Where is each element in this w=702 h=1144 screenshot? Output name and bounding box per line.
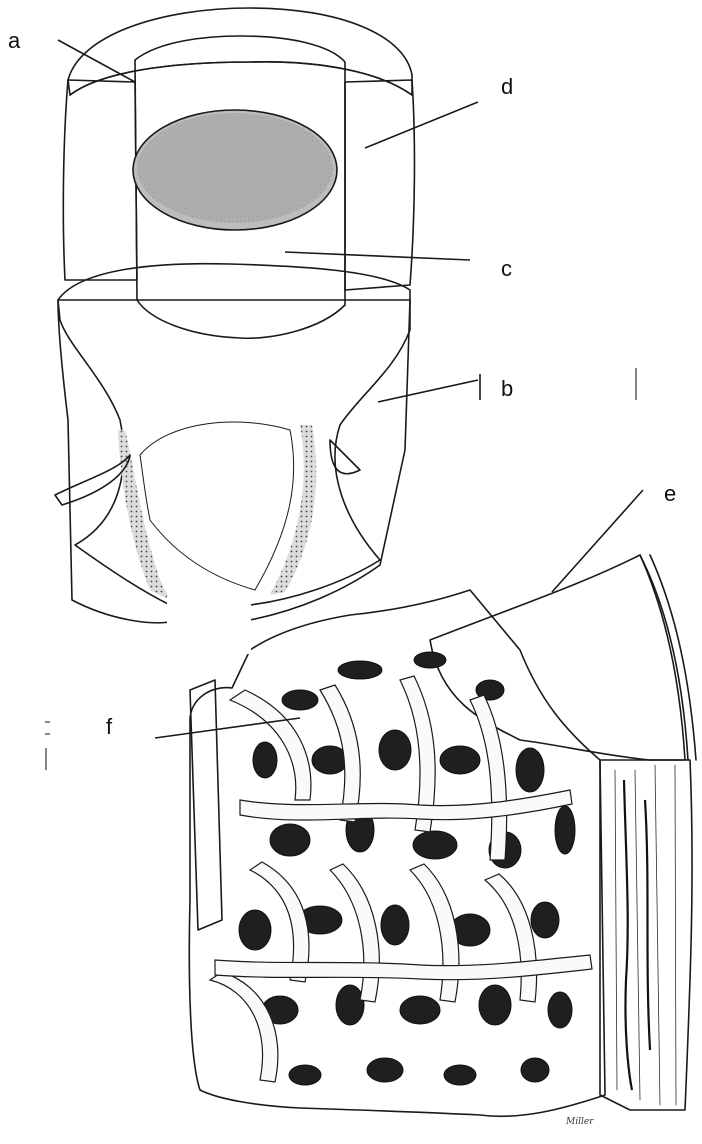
cavity xyxy=(381,905,409,945)
cavity xyxy=(440,746,480,774)
cavity xyxy=(479,985,511,1025)
cavity xyxy=(379,730,411,770)
left-plate xyxy=(190,680,222,930)
leader-line-e xyxy=(552,490,643,592)
canal-interior xyxy=(137,113,333,223)
label-e: e xyxy=(664,481,676,506)
cylinder-wall-right xyxy=(345,80,414,290)
strut xyxy=(240,790,572,820)
blank-mask-box xyxy=(167,596,251,654)
cavity xyxy=(400,996,440,1024)
cavity xyxy=(414,652,446,668)
strut xyxy=(470,695,507,860)
cavity xyxy=(548,992,572,1028)
strut xyxy=(410,864,459,1002)
lamella-highlight xyxy=(140,422,294,590)
cavity xyxy=(367,1058,403,1082)
label-f: f xyxy=(106,714,113,739)
label-a: a xyxy=(8,28,21,53)
cavity xyxy=(555,806,575,854)
leader-line-d xyxy=(365,102,478,148)
marrow-cavities xyxy=(239,652,575,1085)
cavity xyxy=(413,831,457,859)
artist-signature: Miller xyxy=(565,1117,594,1127)
label-b: b xyxy=(501,376,513,401)
cavity xyxy=(444,1065,476,1085)
cavity xyxy=(531,902,559,938)
lamella-flap-left xyxy=(55,455,130,505)
spongy-bone-illustration xyxy=(189,555,696,1116)
label-c: c xyxy=(501,256,512,281)
cylinder-wall-left xyxy=(63,80,137,280)
outer-layer-lines xyxy=(640,555,696,760)
cavity xyxy=(521,1058,549,1082)
rim-edge xyxy=(70,62,412,95)
cavity xyxy=(336,985,364,1025)
label-d: d xyxy=(501,74,513,99)
leader-line-c xyxy=(285,252,470,260)
cavity xyxy=(516,748,544,792)
cavity xyxy=(289,1065,321,1085)
cortical-dark-seams xyxy=(624,780,650,1090)
leader-line-b xyxy=(378,380,478,402)
trabecular-mass xyxy=(189,590,605,1116)
cavity xyxy=(338,661,382,679)
strut xyxy=(330,864,379,1002)
strut xyxy=(210,972,278,1082)
cavity xyxy=(270,824,310,856)
cavity xyxy=(239,910,271,950)
osteon-illustration xyxy=(55,8,414,623)
cavity xyxy=(253,742,277,778)
cavity xyxy=(282,690,318,710)
strut xyxy=(485,874,537,1002)
